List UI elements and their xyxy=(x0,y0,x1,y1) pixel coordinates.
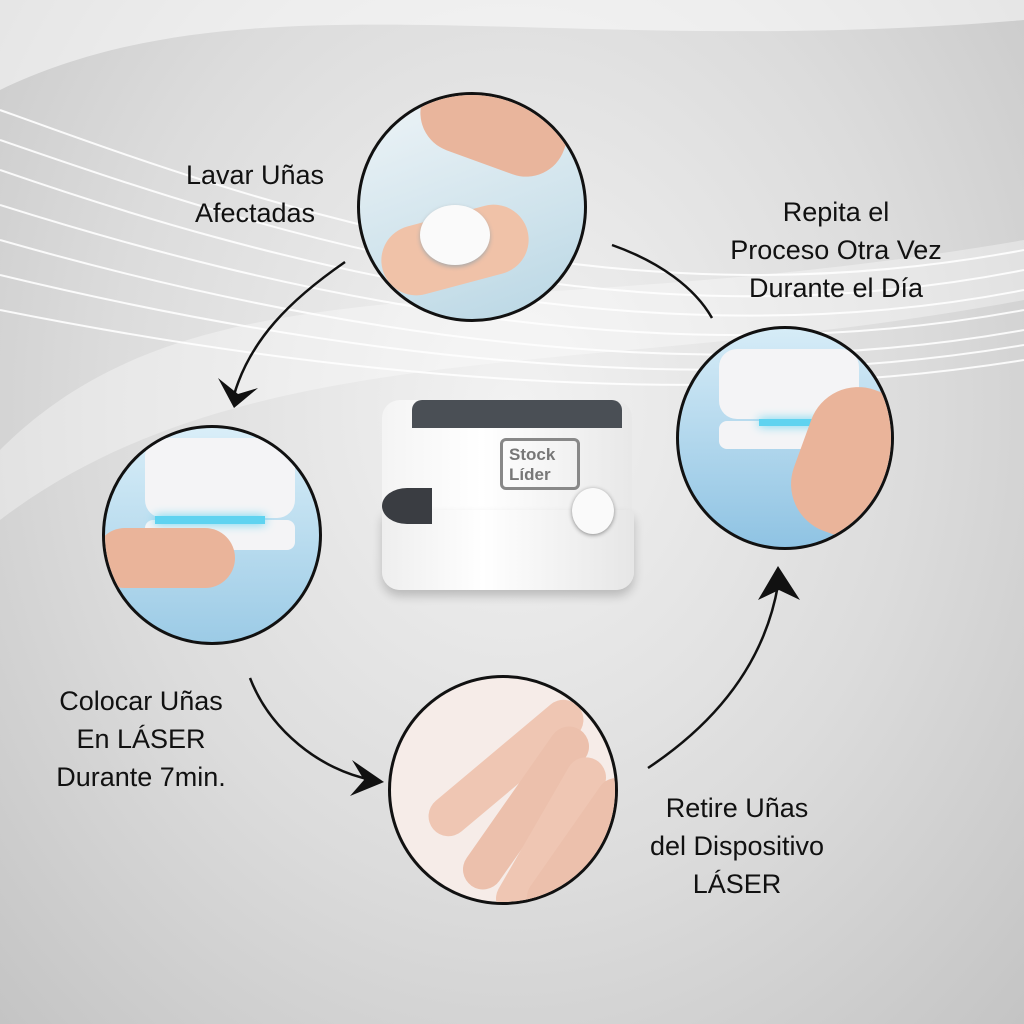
step4-repeat-image xyxy=(676,326,894,550)
label-line: Repita el xyxy=(782,197,890,227)
arrow-step1-to-step2 xyxy=(232,260,346,396)
brand-line2: Líder xyxy=(509,465,551,484)
arrowhead-up xyxy=(758,566,800,600)
arrow-step4-to-step1 xyxy=(611,243,714,319)
step4-label: Repita el Proceso Otra Vez Durante el Dí… xyxy=(676,193,996,307)
brand-line1: Stock xyxy=(509,445,556,464)
label-line: Proceso Otra Vez xyxy=(730,235,942,265)
brand-logo: Stock Líder xyxy=(500,438,580,490)
step1-label: Lavar Uñas Afectadas xyxy=(95,156,415,232)
arrowhead-right xyxy=(350,760,384,796)
label-line: Colocar Uñas xyxy=(59,686,223,716)
step2-laser-image xyxy=(102,425,322,645)
label-line: Retire Uñas xyxy=(665,793,809,823)
label-line: Durante 7min. xyxy=(56,762,226,792)
arrow-step2-to-step3 xyxy=(248,677,373,782)
arrow-step3-to-step4 xyxy=(647,584,780,770)
label-line: LÁSER xyxy=(692,869,782,899)
label-line: del Dispositivo xyxy=(649,831,825,861)
arrowhead-down xyxy=(218,378,258,408)
label-line: Durante el Día xyxy=(748,273,924,303)
step3-remove-nails-image xyxy=(388,675,618,905)
label-line: Afectadas xyxy=(194,198,316,228)
step3-label: Retire Uñas del Dispositivo LÁSER xyxy=(577,789,897,903)
label-line: En LÁSER xyxy=(76,724,206,754)
step2-label: Colocar Uñas En LÁSER Durante 7min. xyxy=(0,682,301,796)
label-line: Lavar Uñas xyxy=(185,160,325,190)
laser-device-image: Stock Líder xyxy=(372,400,634,590)
step1-wash-nails-image xyxy=(357,92,587,322)
